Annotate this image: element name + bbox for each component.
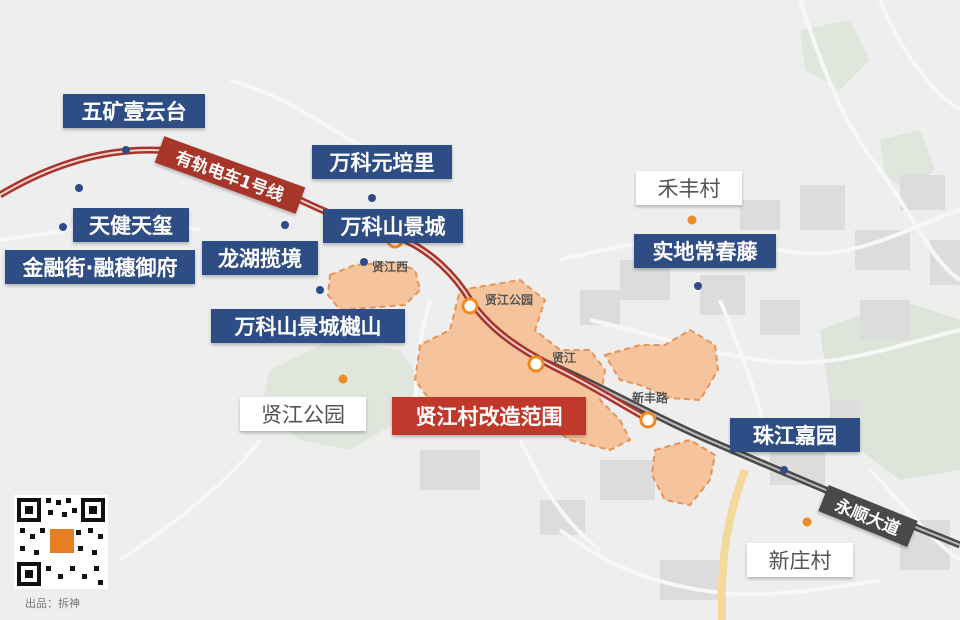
svg-text:贤江村改造范围: 贤江村改造范围 (416, 405, 563, 429)
svg-text:贤江公园: 贤江公园 (485, 292, 533, 307)
svg-text:金融街·融穗御府: 金融街·融穗御府 (22, 256, 178, 280)
station-xianjianggongyuan: 贤江公园 (461, 292, 533, 315)
svg-text:珠江嘉园: 珠江嘉园 (753, 424, 837, 448)
label-jinrongjie: 金融街·融穗御府 (5, 250, 195, 284)
label-shidi: 实地常春藤 (634, 234, 776, 268)
svg-text:实地常春藤: 实地常春藤 (653, 240, 759, 264)
svg-text:万科山景城樾山: 万科山景城樾山 (234, 315, 382, 339)
label-wukuang: 五矿壹云台 (63, 94, 205, 128)
place-markers (338, 215, 812, 527)
svg-text:万科山景城: 万科山景城 (340, 215, 446, 239)
qr-logo-icon (48, 527, 76, 555)
qr-code (14, 495, 108, 589)
svg-text:贤江西: 贤江西 (372, 259, 408, 274)
station-xinfenglu: 新丰路 (632, 390, 669, 429)
svg-text:龙湖揽境: 龙湖揽境 (218, 247, 302, 271)
station-xianjiang: 贤江 (527, 350, 576, 373)
credit-text: 出品：拆神 (25, 597, 80, 610)
label-vanke-shanjingcheng: 万科山景城 (323, 209, 463, 243)
label-xinzhuang: 新庄村 (747, 543, 853, 577)
label-zhujiang: 珠江嘉园 (730, 418, 860, 452)
label-renovation-scope: 贤江村改造范围 (392, 397, 586, 435)
svg-text:禾丰村: 禾丰村 (658, 177, 721, 201)
label-vanke-yuanpeili: 万科元培里 (312, 145, 452, 179)
yellow-road (717, 468, 749, 620)
label-xjpark: 贤江公园 (240, 397, 366, 431)
svg-text:贤江公园: 贤江公园 (261, 403, 345, 427)
svg-text:新庄村: 新庄村 (769, 549, 832, 573)
svg-text:天健天玺: 天健天玺 (89, 214, 173, 238)
svg-text:新丰路: 新丰路 (632, 390, 669, 405)
label-longhu: 龙湖揽境 (202, 241, 318, 275)
label-tianjian: 天健天玺 (73, 208, 189, 242)
svg-text:万科元培里: 万科元培里 (329, 151, 435, 175)
project-markers (59, 146, 788, 474)
label-hefeng: 禾丰村 (636, 171, 742, 205)
label-vanke-chengshan: 万科山景城樾山 (211, 309, 405, 343)
svg-text:五矿壹云台: 五矿壹云台 (82, 100, 187, 124)
svg-text:贤江: 贤江 (552, 350, 576, 365)
